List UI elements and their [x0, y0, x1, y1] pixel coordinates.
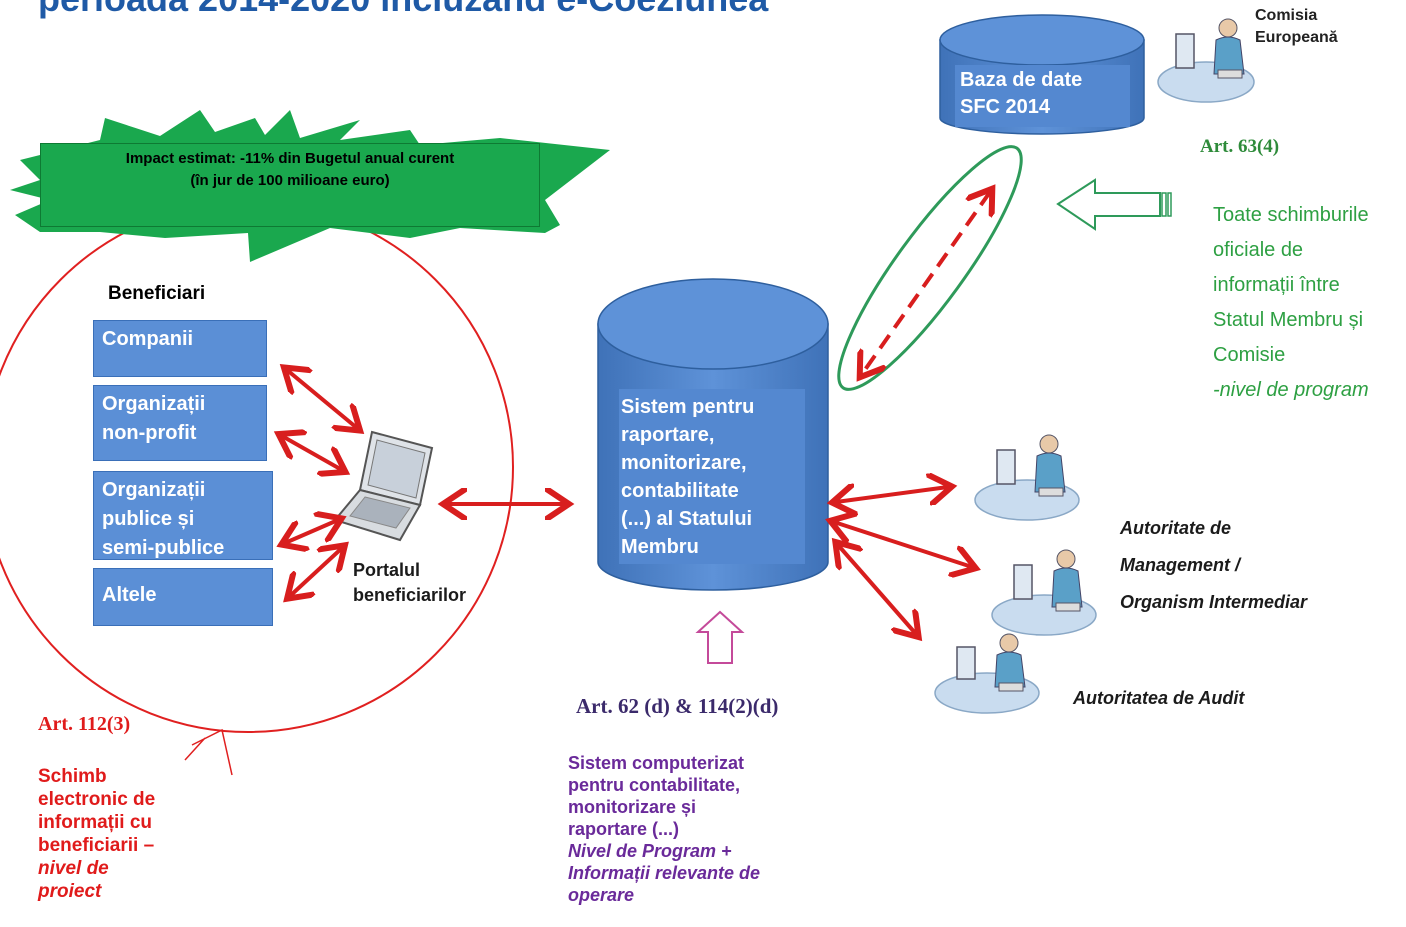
- electronic-exchange-line: beneficiarii –: [38, 835, 155, 856]
- beneficiary-circle: [0, 201, 514, 733]
- exchange-hollow-arrow: [1056, 178, 1161, 231]
- exchange-line: Statul Membru și: [1213, 309, 1364, 331]
- computer-system-line: raportare (...): [568, 819, 680, 839]
- sfc-line-2: SFC 2014: [960, 96, 1051, 118]
- sfc-ms-dashed-arrow: [862, 192, 990, 374]
- beneficiary-altele: Altele: [93, 568, 273, 626]
- electronic-exchange-italic: proiect: [38, 881, 102, 902]
- beneficiary-label: semi-publice: [102, 537, 225, 559]
- electronic-exchange-description: Schimb electronic de informații cu benef…: [38, 765, 155, 903]
- art-63-label: Art. 63(4): [1200, 136, 1280, 157]
- sfc-database-label: Baza de date SFC 2014: [955, 65, 1130, 127]
- art112-hollow-arrow: [184, 728, 233, 776]
- audit-authority-label: Autoritatea de Audit: [1073, 688, 1245, 708]
- exchange-line: oficiale de: [1213, 239, 1304, 261]
- electronic-exchange-line: Schimb: [38, 766, 107, 787]
- management-workstation-icon-2: [991, 549, 1097, 636]
- beneficiary-label: Organizații: [102, 479, 206, 501]
- impact-line-2: (în jur de 100 milioane euro): [190, 172, 390, 189]
- computer-system-description: Sistem computerizat pentru contabilitate…: [568, 752, 760, 906]
- exchange-ellipse: [837, 145, 1023, 391]
- exchange-level: -nivel de program: [1213, 379, 1369, 401]
- exchange-line: Toate schimburile: [1213, 204, 1369, 226]
- laptop-icon: [333, 430, 434, 542]
- arrow-tail-mark: [1167, 192, 1172, 217]
- beneficiaries-title: Beneficiari: [108, 283, 206, 304]
- electronic-exchange-italic: nivel de: [38, 858, 109, 879]
- management-line: Autoritate de: [1120, 518, 1232, 538]
- beneficiary-public: Organizații publice și semi-publice: [93, 471, 273, 560]
- audit-workstation-icon: [934, 633, 1040, 714]
- ms-line: Membru: [621, 536, 699, 558]
- electronic-exchange-line: electronic de: [38, 789, 156, 810]
- beneficiary-non-profit: Organizații non-profit: [93, 385, 267, 461]
- commission-line-2: Europeană: [1255, 29, 1338, 46]
- ms-line: Sistem pentru: [621, 396, 755, 418]
- commission-label: Comisia Europeană: [1255, 5, 1338, 49]
- ms-line: (...) al Statului: [621, 508, 753, 530]
- beneficiary-label: Organizații: [102, 393, 206, 415]
- exchange-line: informații între: [1213, 274, 1340, 296]
- beneficiary-label: publice și: [102, 508, 195, 530]
- portal-line-2: beneficiarilor: [353, 585, 467, 605]
- sfc-line-1: Baza de date: [960, 69, 1083, 91]
- commission-line-1: Comisia: [1255, 7, 1318, 24]
- exchange-description: Toate schimburile oficiale de informații…: [1213, 198, 1369, 408]
- management-line: Organism Intermediar: [1120, 592, 1308, 612]
- beneficiary-label: Companii: [102, 328, 194, 350]
- exchange-line: Comisie: [1213, 344, 1286, 366]
- electronic-exchange-line: informații cu: [38, 812, 153, 833]
- art-112-label: Art. 112(3): [38, 713, 131, 735]
- ms-line: raportare,: [621, 424, 715, 446]
- beneficiary-arrows: [282, 370, 972, 634]
- commission-workstation-icon: [1157, 18, 1255, 103]
- computer-system-line: Sistem computerizat: [568, 753, 745, 773]
- beneficiary-label: Altele: [102, 584, 157, 606]
- art-62-label: Art. 62 (d) & 114(2)(d): [576, 694, 779, 718]
- impact-box: Impact estimat: -11% din Bugetul anual c…: [40, 143, 540, 227]
- impact-line-1: Impact estimat: -11% din Bugetul anual c…: [125, 150, 455, 167]
- computer-system-italic: operare: [568, 885, 635, 905]
- computer-system-line: pentru contabilitate,: [568, 775, 741, 795]
- portal-label: Portalul beneficiarilor: [353, 558, 466, 608]
- member-state-system-label: Sistem pentru raportare, monitorizare, c…: [619, 389, 805, 564]
- beneficiary-label: non-profit: [102, 422, 197, 444]
- arrow-tail-mark: [1161, 192, 1167, 217]
- ms-line: contabilitate: [621, 480, 739, 502]
- management-line: Management /: [1120, 555, 1241, 575]
- portal-line-1: Portalul: [353, 560, 421, 580]
- management-authority-label: Autoritate de Management / Organism Inte…: [1120, 510, 1307, 621]
- computer-system-line: monitorizare și: [568, 797, 697, 817]
- computer-system-italic: Informații relevante de: [568, 863, 761, 883]
- ms-line: monitorizare,: [621, 452, 747, 474]
- page-title: perioada 2014-2020 incluzând e-Coeziunea: [38, 0, 768, 20]
- beneficiary-companii: Companii: [93, 320, 267, 377]
- computer-system-italic: Nivel de Program +: [568, 841, 732, 861]
- management-workstation-icon-1: [974, 434, 1080, 521]
- art62-up-arrow: [695, 610, 745, 664]
